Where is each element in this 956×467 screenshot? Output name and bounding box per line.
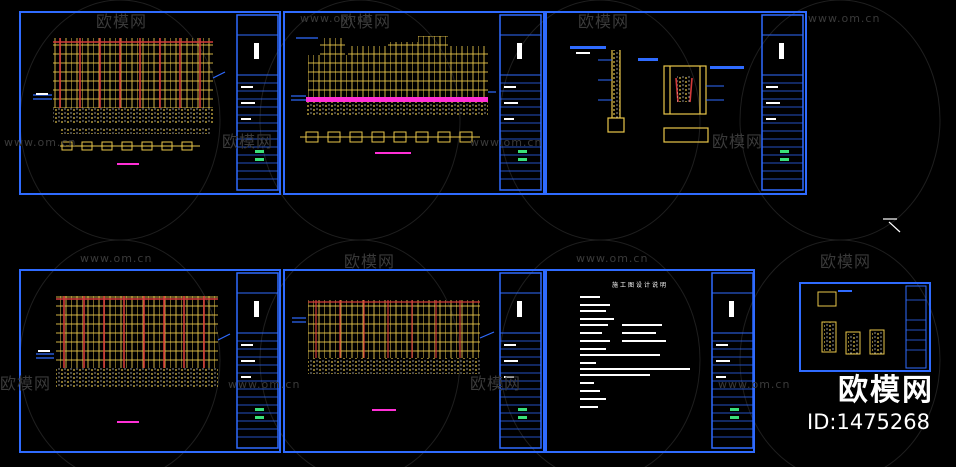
sheet-label-underline — [372, 409, 396, 411]
watermark-brand: 欧模网 — [820, 252, 872, 271]
watermark-url: www.om.cn — [4, 136, 77, 149]
title-block — [236, 14, 279, 191]
watermark-url: www.om.cn — [718, 378, 791, 391]
title-block — [761, 14, 804, 191]
sheet-elevation-plain[interactable] — [283, 269, 545, 453]
watermark-url: www.om.cn — [80, 252, 153, 265]
watermark-url: www.om.cn — [228, 378, 301, 391]
title-block — [236, 272, 279, 449]
watermark-brand: 欧模网 — [0, 374, 52, 393]
sheet-wall-section-details[interactable] — [545, 11, 807, 195]
notes-title: 施工图设计说明 — [612, 281, 668, 289]
watermark-brand: 欧模网 — [712, 132, 764, 151]
title-block — [711, 272, 754, 449]
sheet-elevation-grid-red-2[interactable] — [19, 269, 281, 453]
watermark-brand: 欧模网 — [96, 12, 148, 31]
sheet-label-underline — [375, 152, 411, 154]
watermark-brand: 欧模网 — [222, 132, 274, 151]
sheet-design-notes[interactable]: 施工图设计说明 — [545, 269, 755, 453]
watermark-brand: 欧模网 — [470, 374, 522, 393]
sheet-label-underline — [117, 163, 139, 165]
title-block — [499, 14, 542, 191]
sheet-elevation-setback[interactable] — [283, 11, 545, 195]
watermark-url: www.om.cn — [808, 12, 881, 25]
watermark-brand: 欧模网 — [340, 12, 392, 31]
brand-logo-text: 欧模网 — [838, 373, 934, 408]
sheet-label-underline — [117, 421, 139, 423]
notes-text-lines — [580, 296, 690, 408]
watermark-url: www.om.cn — [300, 12, 373, 25]
model-id-label: ID:1475268 — [807, 410, 930, 434]
north-arrow-icon — [883, 218, 901, 233]
watermark-brand: 欧模网 — [344, 252, 396, 271]
watermark-url: www.om.cn — [576, 252, 649, 265]
sheet-elevation-grid-red[interactable] — [19, 11, 281, 195]
watermark-brand: 欧模网 — [578, 12, 630, 31]
title-block — [499, 272, 542, 449]
watermark-url: www.om.cn — [470, 136, 543, 149]
sheet-small-details[interactable] — [799, 282, 931, 372]
